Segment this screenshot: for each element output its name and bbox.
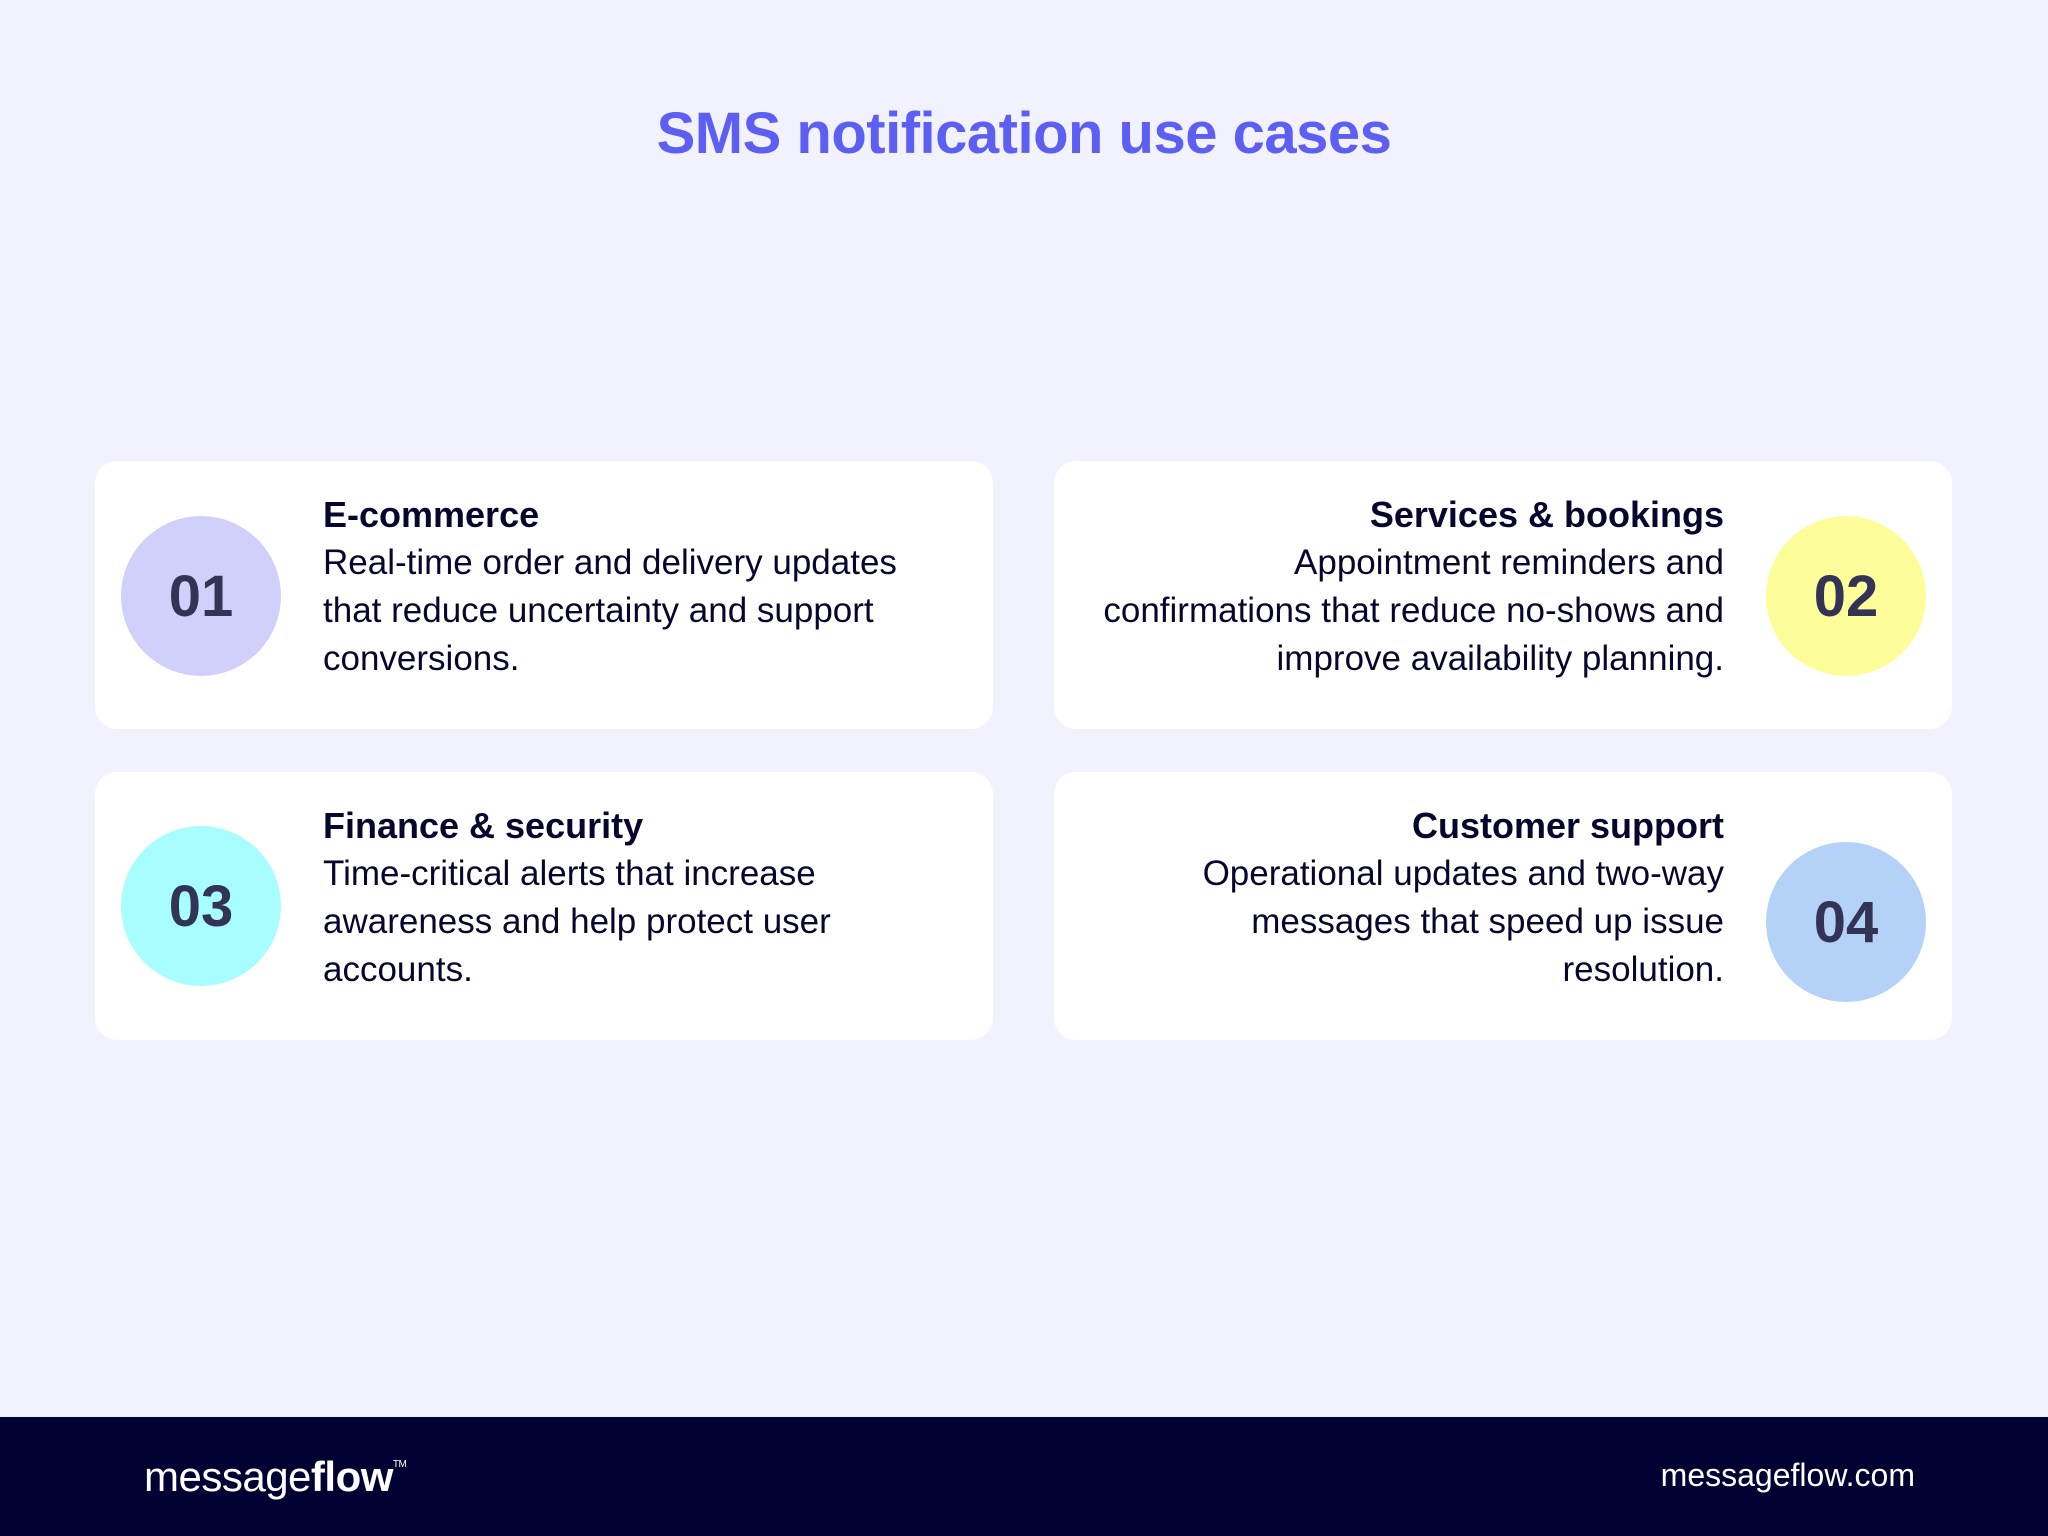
footer: messageflowTM messageflow.com [0, 1417, 2048, 1536]
card-body: Real-time order and delivery updates tha… [323, 543, 897, 678]
card-heading: Finance & security [323, 805, 644, 846]
card-body: Operational updates and two-way messages… [1202, 854, 1724, 989]
page-title: SMS notification use cases [656, 101, 1392, 166]
card-body: Time-critical alerts that increase aware… [323, 854, 831, 989]
number-badge: 04 [1766, 842, 1926, 1002]
number-badge: 02 [1766, 516, 1926, 676]
logo-text-bold: flow [310, 1453, 393, 1500]
card-heading: E-commerce [323, 494, 540, 535]
card-heading: Services & bookings [1369, 494, 1724, 535]
card-body: Appointment reminders and confirmations … [1103, 543, 1724, 678]
logo-trademark: TM [392, 1459, 407, 1470]
number-badge: 01 [121, 516, 281, 676]
number-badge: 03 [121, 826, 281, 986]
messageflow-logo: messageflowTM [144, 1453, 407, 1501]
website-url: messageflow.com [1660, 1457, 1915, 1493]
card-heading: Customer support [1411, 805, 1724, 846]
logo-text-light: message [144, 1453, 311, 1500]
